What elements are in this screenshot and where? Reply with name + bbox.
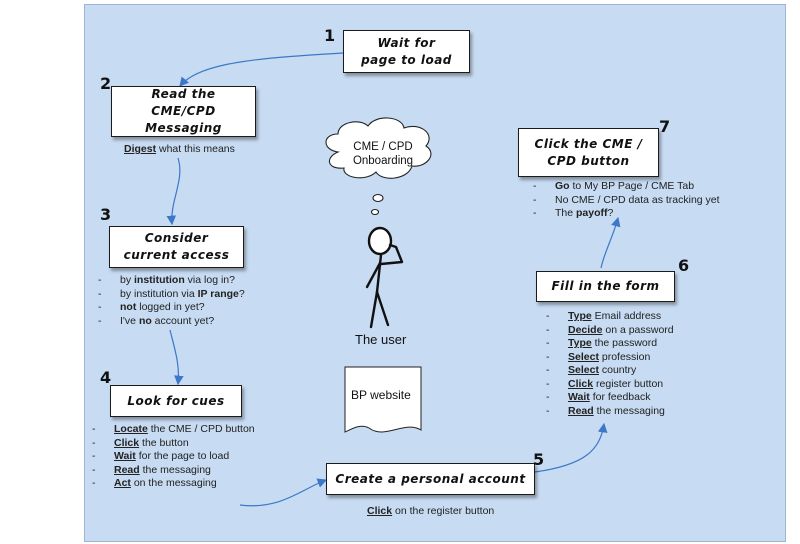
step-7-list: Go to My BP Page / CME Tab No CME / CPD … — [533, 180, 720, 221]
step-2-box: Read the CME/CPD Messaging — [111, 86, 256, 137]
step-3-label: Consider current access — [123, 231, 230, 262]
step-5-caption: Click on the register button — [367, 505, 495, 517]
step-2-number: 2 — [100, 74, 112, 93]
step-3-number: 3 — [100, 205, 112, 224]
list-item: The payoff? — [533, 207, 720, 221]
list-item: not logged in yet? — [98, 301, 245, 315]
list-item: Wait for the page to load — [92, 450, 255, 464]
document-label: BP website — [351, 388, 411, 402]
list-item: Select profession — [546, 351, 674, 365]
list-item: Select country — [546, 364, 674, 378]
thought-label: CME / CPD Onboarding — [352, 141, 414, 167]
list-item: by institution via log in? — [98, 274, 245, 288]
list-item: Decide on a password — [546, 324, 674, 338]
step-4-list: Locate the CME / CPD button Click the bu… — [92, 423, 255, 491]
list-item: I've no account yet? — [98, 315, 245, 329]
list-item: by institution via IP range? — [98, 288, 245, 302]
user-label: The user — [355, 332, 407, 347]
step-2-caption: Digest what this means — [124, 143, 235, 155]
step-1-label: Wait for page to load — [361, 35, 452, 67]
step-5-number: 5 — [533, 450, 545, 469]
list-item: Act on the messaging — [92, 477, 255, 491]
step-3-box: Consider current access — [109, 226, 244, 268]
step-6-box: Fill in the form — [536, 271, 675, 302]
step-7-number: 7 — [659, 117, 671, 136]
step-6-number: 6 — [678, 256, 690, 275]
step-1-box: Wait for page to load — [343, 30, 470, 73]
list-item: Type Email address — [546, 310, 674, 324]
step-4-box: Look for cues — [110, 385, 242, 417]
step-4-number: 4 — [100, 368, 112, 387]
step-6-label: Fill in the form — [551, 279, 660, 293]
list-item: No CME / CPD data as tracking yet — [533, 194, 720, 208]
list-item: Go to My BP Page / CME Tab — [533, 180, 720, 194]
list-item: Wait for feedback — [546, 391, 674, 405]
step-4-label: Look for cues — [127, 393, 225, 408]
step-6-list: Type Email address Decide on a password … — [546, 310, 674, 418]
list-item: Click the button — [92, 437, 255, 451]
step-1-number: 1 — [324, 26, 336, 45]
list-item: Locate the CME / CPD button — [92, 423, 255, 437]
step-7-box: Click the CME / CPD button — [518, 128, 659, 177]
list-item: Type the password — [546, 337, 674, 351]
step-7-label: Click the CME / CPD button — [534, 136, 643, 168]
step-5-label: Create a personal account — [335, 471, 526, 486]
step-3-list: by institution via log in? by institutio… — [98, 274, 245, 328]
step-5-box: Create a personal account — [326, 463, 535, 495]
list-item: Read the messaging — [546, 405, 674, 419]
step-2-label: Read the CME/CPD Messaging — [145, 87, 222, 135]
list-item: Click register button — [546, 378, 674, 392]
list-item: Read the messaging — [92, 464, 255, 478]
